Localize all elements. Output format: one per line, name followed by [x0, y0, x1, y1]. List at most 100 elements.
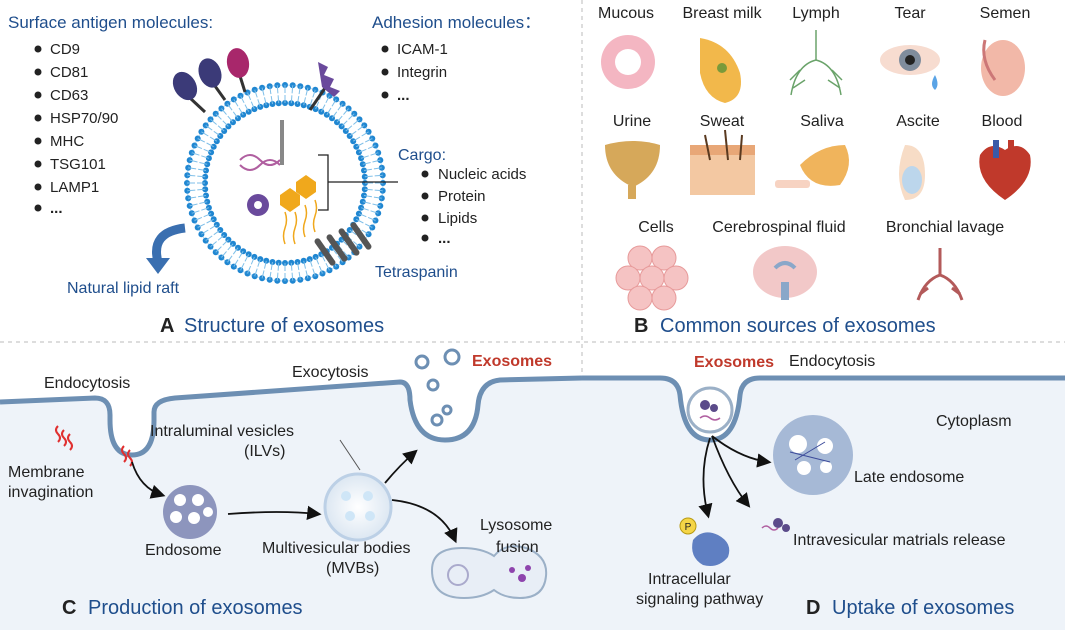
lipid-raft-label: Natural lipid raft — [67, 280, 180, 297]
lymph-icon — [789, 30, 843, 96]
exosomes-label-d: Exosomes — [694, 354, 774, 371]
source-label: Tear — [894, 5, 926, 22]
mvb-label: Multivesicular bodies — [262, 540, 411, 557]
cargo-item: ... — [438, 230, 451, 247]
ilv-abbr-label: (ILVs) — [244, 443, 285, 460]
exosome-bilayer — [184, 82, 386, 284]
tetraspanin-icon — [314, 222, 372, 266]
ilv-pointer — [339, 439, 361, 471]
bronchial-icon — [916, 248, 964, 301]
release-label: Intravesicular matrials release — [793, 532, 1006, 549]
lysosome-icon — [430, 545, 548, 600]
cargo-icons — [239, 120, 318, 245]
surface-item: TSG101 — [50, 156, 106, 173]
panel-a-letter: A — [160, 315, 174, 337]
late-endosome-icon — [773, 415, 853, 495]
cell-cytoplasm-c — [0, 378, 582, 630]
brain-icon — [753, 246, 817, 300]
internalized-exosome-icon — [686, 386, 734, 434]
cytoplasm-label: Cytoplasm — [936, 413, 1012, 430]
source-label: Saliva — [800, 113, 844, 130]
surface-antigen-heading: Surface antigen molecules: — [8, 13, 213, 32]
surface-item: LAMP1 — [50, 179, 99, 196]
signaling-label-2: signaling pathway — [636, 591, 763, 608]
surface-item: ... — [50, 200, 63, 217]
endocytosis-label-d: Endocytosis — [789, 353, 875, 370]
panel-c-letter: C — [62, 597, 76, 619]
source-label: Bronchial lavage — [886, 219, 1004, 236]
tear-icon — [880, 45, 940, 90]
exocytosis-label: Exocytosis — [292, 364, 368, 381]
sweat-icon — [690, 129, 755, 195]
source-label: Ascite — [896, 113, 940, 130]
cargo-item: Nucleic acids — [438, 166, 526, 183]
source-label: Cerebrospinal fluid — [712, 219, 845, 236]
cargo-heading: Cargo: — [398, 147, 446, 164]
signaling-label-1: Intracellular — [648, 571, 731, 588]
ascite-icon — [899, 145, 925, 200]
source-label: Breast milk — [682, 5, 762, 22]
surface-item: HSP70/90 — [50, 110, 118, 127]
panel-d-letter: D — [806, 597, 820, 619]
source-label: Cells — [638, 219, 674, 236]
adhesion-list: ICAM-1 Integrin ... — [381, 41, 448, 104]
source-label: Mucous — [598, 5, 654, 22]
uptake-arrows — [698, 435, 772, 519]
surface-item: CD63 — [50, 87, 88, 104]
surface-item: MHC — [50, 133, 84, 150]
adhesion-heading: Adhesion molecules： — [372, 13, 541, 32]
panel-b-letter: B — [634, 315, 648, 337]
production-arrows — [131, 449, 458, 544]
cargo-list: Nucleic acids Protein Lipids ... — [421, 166, 526, 247]
signaling-protein-icon: P — [679, 517, 730, 566]
phosphate-badge: P — [685, 522, 692, 533]
panel-d: Exosomes Endocytosis Cytoplasm Late endo… — [582, 353, 1065, 630]
panel-b-title: Common sources of exosomes — [660, 315, 936, 337]
saliva-icon — [775, 145, 849, 188]
fusion-label: fusion — [496, 539, 539, 556]
mucous-icon — [601, 35, 655, 89]
cargo-bracket — [318, 154, 398, 211]
late-endosome-label: Late endosome — [854, 469, 964, 486]
invagination-label: invagination — [8, 484, 93, 501]
endosome-icon — [163, 485, 217, 539]
semen-icon — [981, 39, 1025, 96]
source-label: Sweat — [700, 113, 745, 130]
lysosome-label: Lysosome — [480, 517, 552, 534]
invagination-wave-icon — [55, 425, 133, 467]
cargo-item: Protein — [438, 188, 486, 205]
source-label: Blood — [982, 113, 1023, 130]
cells-icon — [615, 245, 689, 311]
surface-protein-icons — [172, 48, 340, 114]
blood-icon — [979, 140, 1031, 200]
source-label: Urine — [613, 113, 651, 130]
source-label: Lymph — [792, 5, 839, 22]
urine-icon — [605, 141, 660, 199]
mvb-abbr-label: (MVBs) — [326, 560, 379, 577]
surface-item: CD81 — [50, 64, 88, 81]
exosomes-label-c: Exosomes — [472, 353, 552, 370]
lipid-raft-arrow — [152, 223, 186, 264]
panel-d-title: Uptake of exosomes — [832, 597, 1014, 619]
endocytosis-label: Endocytosis — [44, 375, 130, 392]
adhesion-item: ... — [397, 87, 410, 104]
mvb-icon — [323, 472, 393, 542]
ilv-label: Intraluminal vesicles — [150, 423, 294, 440]
released-materials-icon — [761, 518, 790, 532]
adhesion-item: ICAM-1 — [397, 41, 448, 58]
panel-c: Endocytosis Exocytosis Exosomes Membrane… — [0, 348, 583, 630]
panel-c-title: Production of exosomes — [88, 597, 303, 619]
released-exosomes — [414, 348, 461, 427]
endosome-label: Endosome — [145, 542, 222, 559]
panel-a-title: Structure of exosomes — [184, 315, 384, 337]
surface-antigen-list: CD9 CD81 CD63 HSP70/90 MHC TSG101 LAMP1 … — [34, 41, 118, 217]
adhesion-item: Integrin — [397, 64, 447, 81]
panel-b: Mucous Breast milk Lymph Tear Semen Urin… — [598, 5, 1031, 337]
tetraspanin-label: Tetraspanin — [375, 264, 458, 281]
cell-membrane-c — [0, 375, 583, 458]
panel-a: Surface antigen molecules: CD9 CD81 CD63… — [8, 13, 541, 337]
membrane-label: Membrane — [8, 464, 85, 481]
breast-milk-icon — [700, 38, 741, 103]
cargo-item: Lipids — [438, 210, 477, 227]
